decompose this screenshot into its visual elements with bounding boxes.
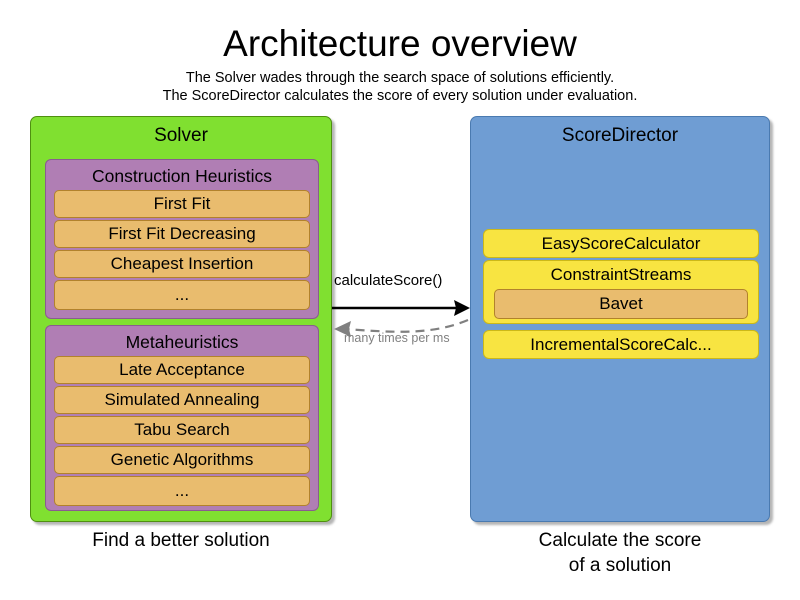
metaheuristics-item-list: Late Acceptance Simulated Annealing Tabu… bbox=[54, 356, 310, 506]
construction-heuristics-item-list: First Fit First Fit Decreasing Cheapest … bbox=[54, 190, 310, 313]
caption-solver: Find a better solution bbox=[92, 530, 270, 551]
group-construction-heuristics-title: Construction Heuristics bbox=[92, 166, 272, 186]
list-item[interactable]: Late Acceptance bbox=[54, 356, 310, 384]
calculator-incremental-score-calculator[interactable]: IncrementalScoreCalc... bbox=[483, 330, 759, 359]
list-item[interactable]: Simulated Annealing bbox=[54, 386, 310, 414]
calculator-constraint-streams-label: ConstraintStreams bbox=[550, 265, 692, 284]
calculator-constraint-streams[interactable]: ConstraintStreams Bavet bbox=[483, 260, 759, 324]
calculator-bavet[interactable]: Bavet bbox=[494, 289, 748, 319]
subtitle-block: The Solver wades through the search spac… bbox=[0, 69, 800, 105]
list-item[interactable]: First Fit Decreasing bbox=[54, 220, 310, 248]
solver-panel[interactable]: Solver Construction Heuristics First Fit… bbox=[30, 116, 332, 522]
list-item-more[interactable]: ... bbox=[54, 476, 310, 506]
group-metaheuristics[interactable]: Metaheuristics Late Acceptance Simulated… bbox=[45, 325, 319, 511]
list-item-more[interactable]: ... bbox=[54, 280, 310, 310]
list-item[interactable]: Tabu Search bbox=[54, 416, 310, 444]
list-item[interactable]: First Fit bbox=[54, 190, 310, 218]
arrow-label-calculate-score: calculateScore() bbox=[334, 272, 443, 289]
scoredirector-panel-title: ScoreDirector bbox=[561, 125, 679, 146]
group-construction-heuristics[interactable]: Construction Heuristics First Fit First … bbox=[45, 159, 319, 319]
list-item[interactable]: Genetic Algorithms bbox=[54, 446, 310, 474]
calculator-easy-score-calculator[interactable]: EasyScoreCalculator bbox=[483, 229, 759, 258]
arrow-label-many-times-per-ms: many times per ms bbox=[344, 331, 450, 345]
list-item[interactable]: Cheapest Insertion bbox=[54, 250, 310, 278]
caption-scoredirector-line-2: of a solution bbox=[568, 555, 672, 576]
scoredirector-panel[interactable]: ScoreDirector EasyScoreCalculator Constr… bbox=[470, 116, 770, 522]
group-metaheuristics-title: Metaheuristics bbox=[125, 332, 239, 352]
arrow-calculate-score bbox=[332, 300, 470, 316]
subtitle-line-1: The Solver wades through the search spac… bbox=[185, 70, 615, 86]
caption-scoredirector-line-1: Calculate the score bbox=[538, 530, 702, 551]
solver-panel-title: Solver bbox=[154, 125, 208, 146]
caption-scoredirector: Calculate the score of a solution bbox=[470, 528, 770, 578]
header: Architecture overview The Solver wades t… bbox=[0, 22, 800, 105]
page-title: Architecture overview bbox=[223, 23, 577, 64]
subtitle-line-2: The ScoreDirector calculates the score o… bbox=[162, 88, 638, 104]
